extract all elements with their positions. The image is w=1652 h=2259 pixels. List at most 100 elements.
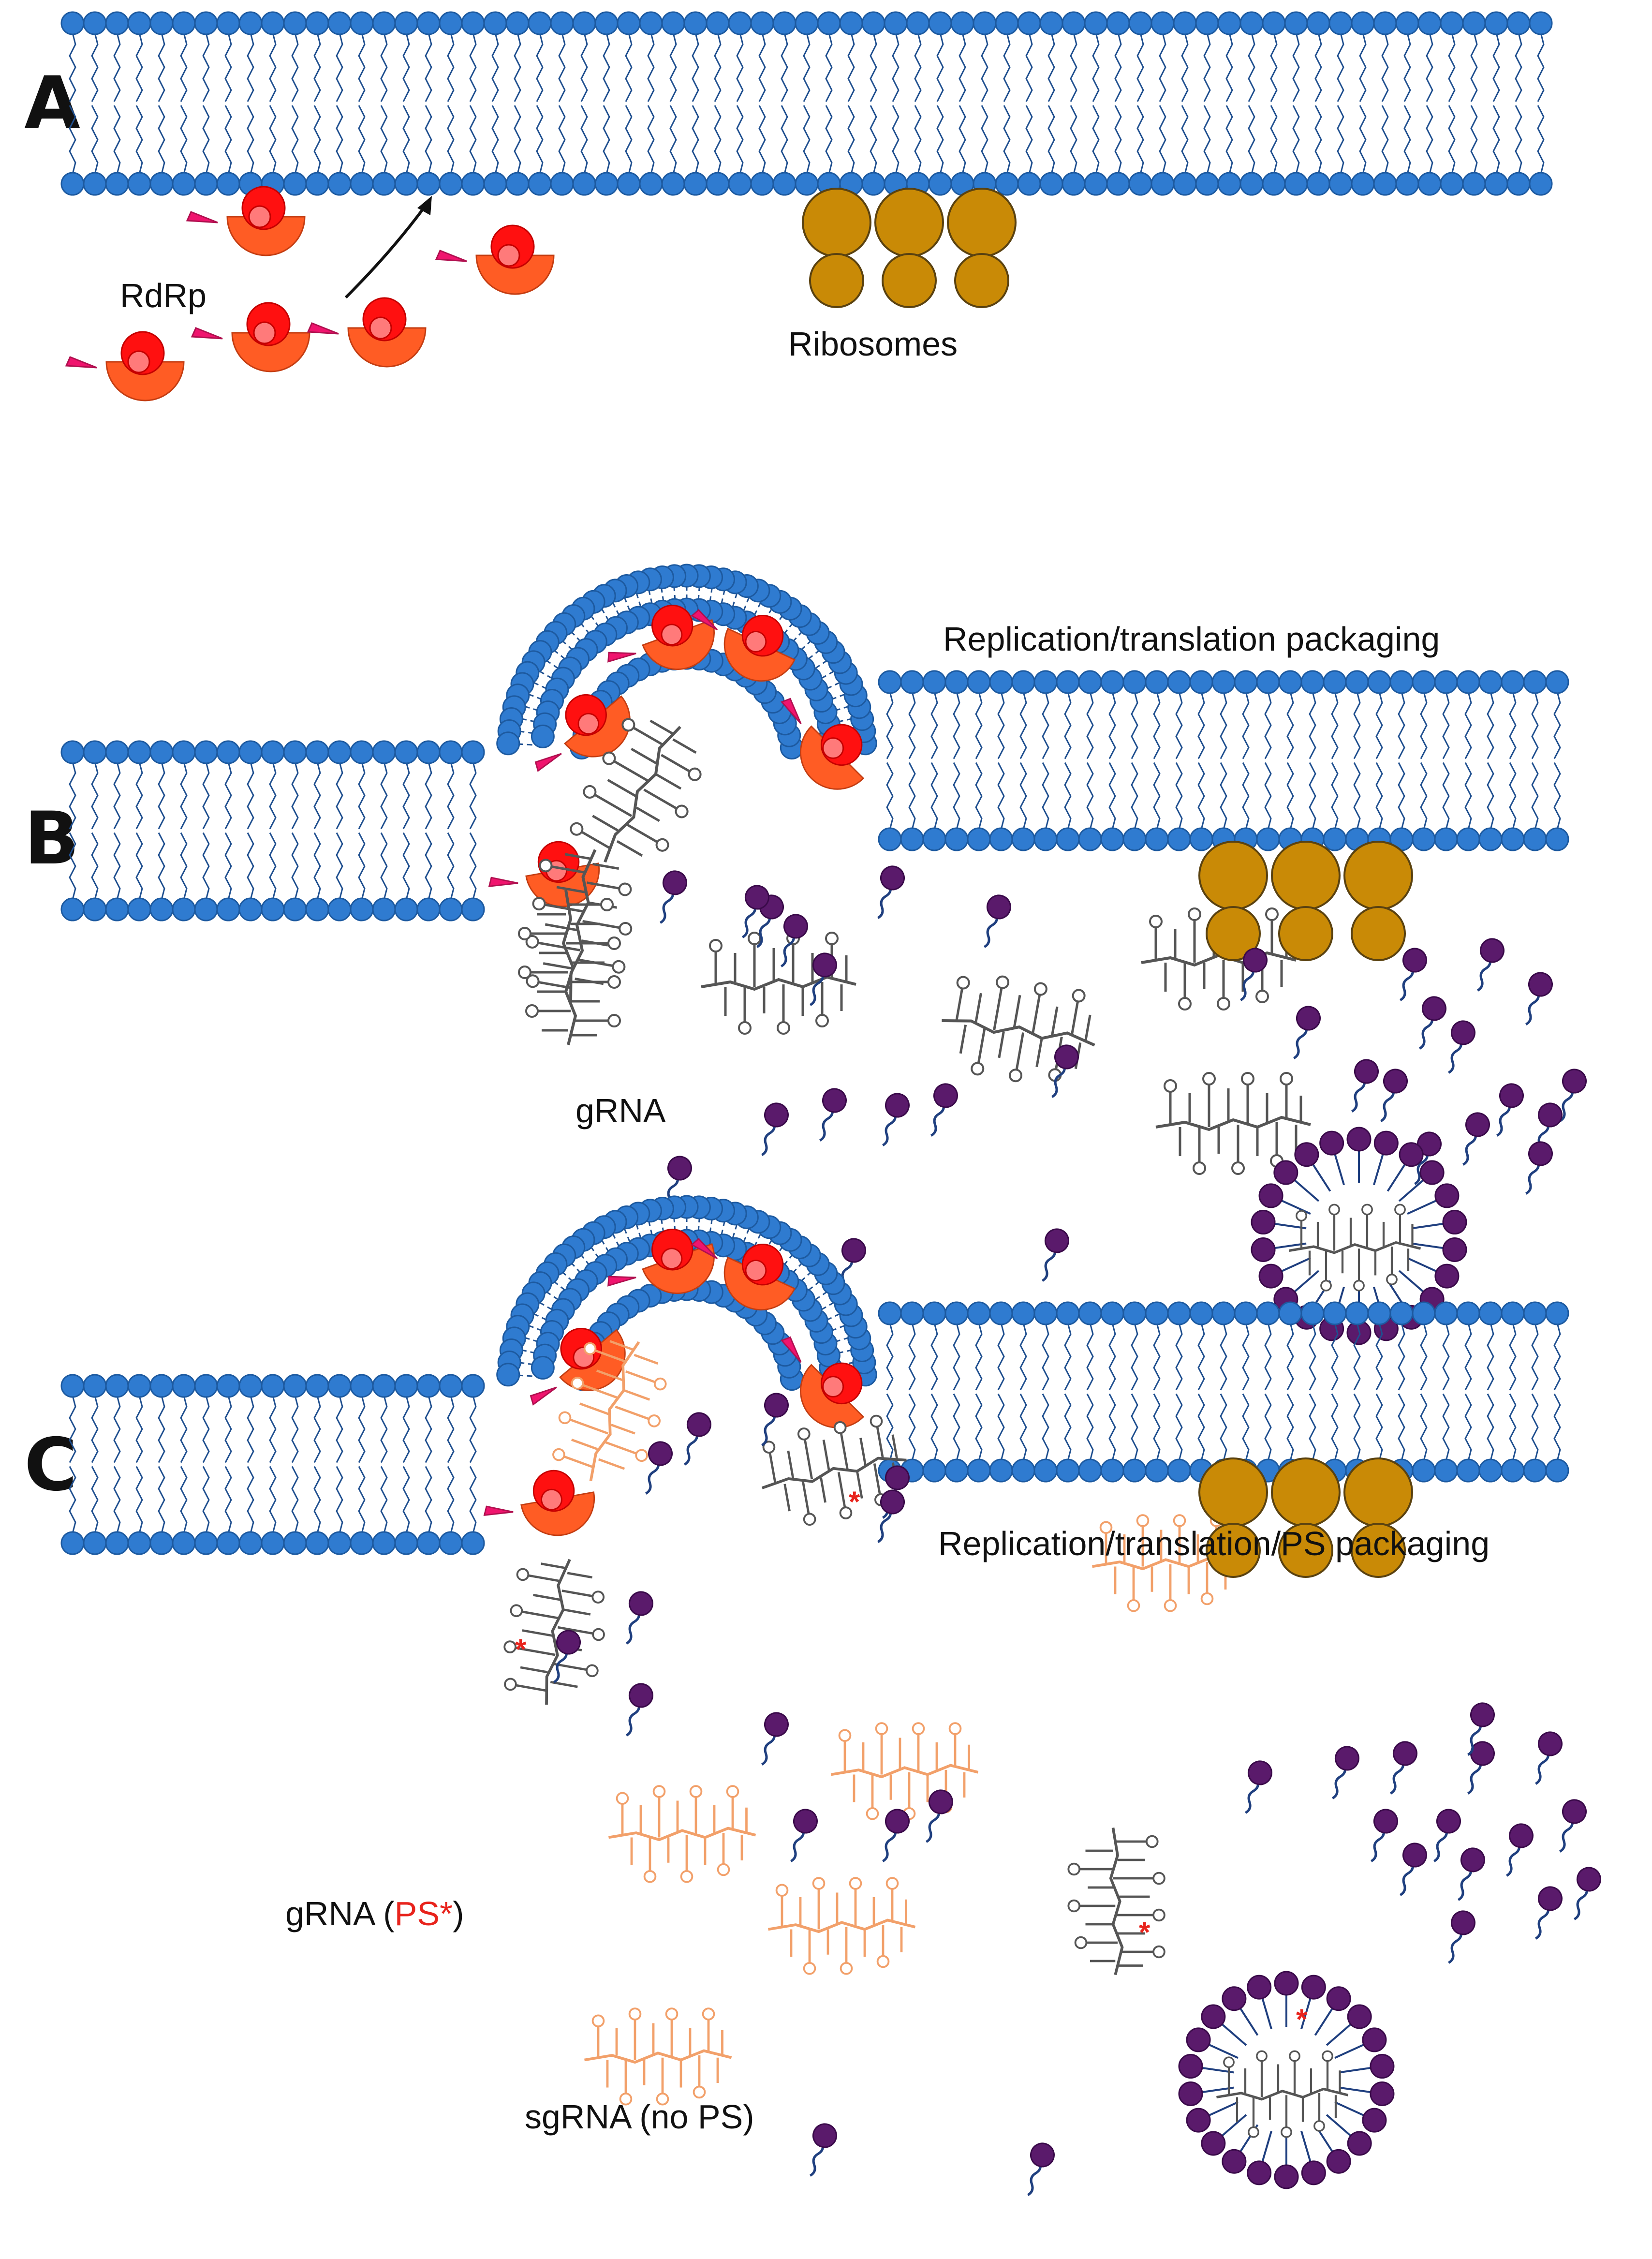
lipid-head (194, 1531, 218, 1555)
lipid-head (1284, 172, 1308, 196)
lipid-head (878, 1301, 902, 1325)
lipid-head (1256, 670, 1280, 694)
lipid-head (922, 1301, 946, 1325)
ps-marker-icon: * (515, 1633, 527, 1665)
lipid-head (261, 740, 285, 764)
lipid-head (194, 172, 218, 196)
lipid-head (394, 740, 418, 764)
lipid-head (1456, 827, 1480, 851)
panel-b: B Replication/translation packaging gRNA (24, 564, 1589, 1345)
lipid-head (216, 1374, 240, 1398)
lipid-head (795, 11, 819, 35)
lipid-head (1100, 1458, 1124, 1483)
lipid-head (372, 1374, 396, 1398)
lipid-head (483, 11, 507, 35)
lipid-head (461, 11, 485, 35)
lipid-head (461, 1531, 485, 1555)
rdrp-polymerase-icon (186, 186, 306, 256)
coat-protein-icon (1258, 1263, 1283, 1289)
lipid-head (261, 1531, 285, 1555)
lipid-head (1456, 1301, 1480, 1325)
lipid-head (1478, 827, 1503, 851)
lipid-head (817, 11, 841, 35)
lipid-head (1506, 172, 1531, 196)
lipid-head (1323, 1301, 1347, 1325)
coat-protein-icon (1201, 2131, 1226, 2156)
coat-protein-icon (1438, 1018, 1478, 1077)
lipid-head (617, 11, 641, 35)
ribosome-icon (874, 188, 944, 308)
coat-protein-icon (1326, 1986, 1351, 2011)
lipid-head (1078, 1458, 1102, 1483)
lipid-head (194, 11, 218, 35)
lipid-head (1011, 670, 1035, 694)
lipid-head (305, 1531, 329, 1555)
lipid-head (1478, 1301, 1503, 1325)
lipid-head (1128, 11, 1152, 35)
lipid-head (416, 897, 441, 921)
lipid-head (1167, 1301, 1191, 1325)
lipid-head (1078, 670, 1102, 694)
lipid-head (1150, 11, 1175, 35)
lipid-head (928, 11, 952, 35)
lipid-head (995, 172, 1019, 196)
lipid-head (1211, 1301, 1236, 1325)
lipid-head (216, 11, 240, 35)
lipid-head (1173, 172, 1197, 196)
lipid-head (531, 1355, 555, 1380)
lipid-head (1440, 11, 1464, 35)
coat-protein-icon (1294, 1142, 1319, 1167)
lipid-head (305, 740, 329, 764)
coat-protein-icon (616, 1589, 656, 1648)
lipid-head (944, 670, 969, 694)
lipid-head (1033, 1301, 1058, 1325)
coat-protein-icon (1515, 969, 1555, 1028)
lipid-head (261, 1374, 285, 1398)
lipid-head (661, 172, 685, 196)
lipid-head (995, 11, 1019, 35)
panel-c: C **** Replication/translation/PS packag… (24, 1195, 1604, 2199)
sgrna-group-c (543, 1325, 1239, 2104)
coat-protein-icon (1032, 1226, 1072, 1285)
lipid-head (238, 1531, 263, 1555)
lipid-head (60, 897, 85, 921)
coat-protein-icon (751, 1390, 791, 1449)
coat-protein-icon (1419, 1160, 1445, 1185)
lipid-head (505, 172, 530, 196)
lipid-head (1234, 670, 1258, 694)
lipid-head (1062, 11, 1086, 35)
coat-protein-icon (1434, 1183, 1460, 1208)
lipid-head (1017, 172, 1041, 196)
lipid-head (105, 11, 129, 35)
lipid-head (60, 172, 85, 196)
ribosomes-a (802, 188, 1017, 308)
lipid-head (528, 172, 552, 196)
coat-protein-icon (1222, 1986, 1247, 2011)
coat-protein-icon (780, 1806, 820, 1865)
lipid-head (594, 172, 619, 196)
lipid-head (1501, 1301, 1525, 1325)
lipid-head (327, 1374, 352, 1398)
lipid-head (127, 1531, 151, 1555)
lipid-head (1523, 827, 1547, 851)
coat-protein-icon (1247, 2160, 1272, 2185)
lipid-head (483, 172, 507, 196)
lipid-head (1173, 11, 1197, 35)
lipid-head (394, 1374, 418, 1398)
lipid-head (439, 172, 463, 196)
ps-markers: **** (515, 1486, 1308, 2036)
coat-protein-icon (1235, 1758, 1275, 1817)
lipid-head (772, 11, 796, 35)
lipid-head (327, 740, 352, 764)
lipid-head (750, 11, 774, 35)
lipid-head (884, 11, 908, 35)
coat-protein-icon (1564, 1864, 1604, 1923)
coat-protein-icon (751, 1100, 791, 1159)
lipid-head (172, 897, 196, 921)
coat-protein-icon (1515, 1139, 1555, 1198)
lipid-head (1306, 172, 1330, 196)
lipid-head (1217, 172, 1241, 196)
lipid-head (350, 1531, 374, 1555)
lipid-head (1106, 11, 1130, 35)
sgrna-structure-icon (585, 2008, 732, 2105)
